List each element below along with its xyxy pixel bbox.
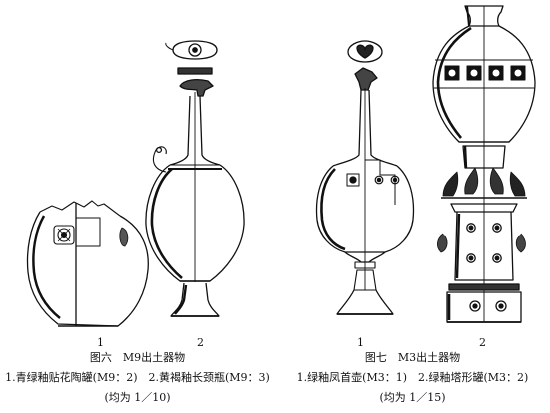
figure-6-label-2: 2 <box>197 336 204 349</box>
figure-6: 1 2 图六 M9出土器物 1.青绿釉贴花陶罐(M9：2) 2.黄褐釉长颈瓶(M… <box>5 40 270 404</box>
figure-6-caption-title: 图六 M9出土器物 <box>89 351 186 364</box>
figure-7-drawing <box>315 5 536 323</box>
figure-6-drawing <box>26 40 245 327</box>
pagoda-jar-drawing <box>432 5 536 323</box>
figure-7-caption-items: 1.绿釉凤首壶(M3：1) 2.绿釉塔形罐(M3：2) <box>296 371 529 384</box>
figure-6-caption-items: 1.青绿釉贴花陶罐(M9：2) 2.黄褐釉长颈瓶(M9：3) <box>5 371 270 384</box>
figure-7: 1 2 图七 M3出土器物 1.绿釉凤首壶(M3：1) 2.绿釉塔形罐(M3：2… <box>275 0 550 413</box>
figure-6-caption-scale: (均为 1／10) <box>104 391 171 404</box>
figure-6-label-1: 1 <box>97 336 104 349</box>
bottle-drawing <box>145 40 245 317</box>
figure-7-label-2: 2 <box>479 336 486 349</box>
jar-drawing <box>26 200 149 327</box>
ewer-drawing <box>315 40 415 315</box>
figure-7-label-1: 1 <box>357 336 364 349</box>
figure-7-caption-scale: (均为 1／15) <box>379 391 446 404</box>
figure-7-caption-title: 图七 M3出土器物 <box>364 351 461 364</box>
